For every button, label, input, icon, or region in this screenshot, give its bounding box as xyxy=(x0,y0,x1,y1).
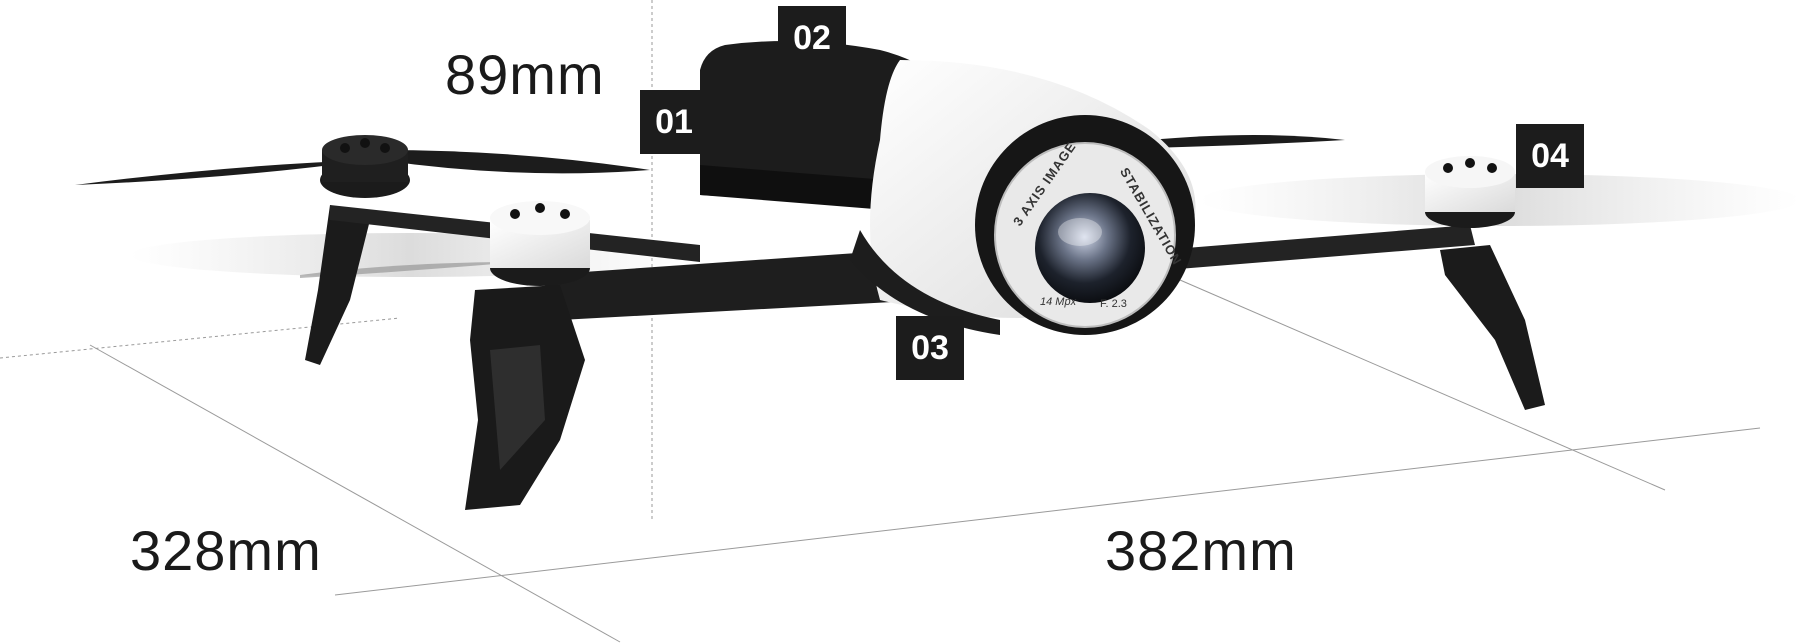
camera xyxy=(975,115,1195,335)
screw xyxy=(1465,158,1475,168)
propeller-blade xyxy=(75,160,370,185)
camera-megapixels: 14 Mpx xyxy=(1040,296,1077,308)
callout-01[interactable]: 01 xyxy=(640,90,708,154)
arm xyxy=(1100,225,1475,275)
camera-aperture: F. 2.3 xyxy=(1100,298,1127,310)
guide-line xyxy=(0,317,401,359)
guide-line xyxy=(334,427,1761,596)
length-label: 382mm xyxy=(1105,519,1297,582)
screw xyxy=(380,143,390,153)
width-label: 328mm xyxy=(130,519,322,582)
landing-leg xyxy=(1440,245,1545,410)
height-label: 89mm xyxy=(445,43,605,106)
callout-02[interactable]: 02 xyxy=(778,6,846,70)
screw xyxy=(340,143,350,153)
body-shell-lower xyxy=(850,230,1000,335)
arm xyxy=(540,250,930,320)
guide-line xyxy=(89,344,621,643)
motor-rear-left xyxy=(320,135,410,198)
motor-front-left xyxy=(490,201,590,286)
screw xyxy=(535,203,545,213)
lens-highlight xyxy=(1058,218,1102,246)
lens xyxy=(1035,193,1145,303)
landing-leg xyxy=(305,205,370,365)
guide-line xyxy=(1179,279,1666,491)
callout-04[interactable]: 04 xyxy=(1516,124,1584,188)
screw xyxy=(1487,163,1497,173)
screw xyxy=(560,209,570,219)
propeller-blade xyxy=(1150,135,1345,148)
screw xyxy=(510,209,520,219)
landing-leg-highlight xyxy=(490,345,545,470)
screw xyxy=(360,138,370,148)
motor-top xyxy=(322,135,408,165)
propeller-blade xyxy=(380,150,650,174)
callout-03[interactable]: 03 xyxy=(896,316,964,380)
screw xyxy=(1443,163,1453,173)
motor-right xyxy=(1425,156,1515,228)
